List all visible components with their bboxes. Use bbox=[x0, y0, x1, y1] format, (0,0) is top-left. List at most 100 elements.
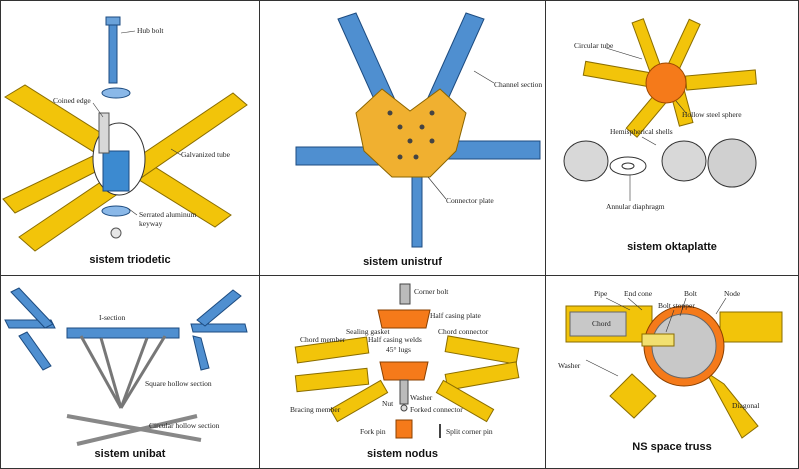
label-hub-bolt: Hub bolt bbox=[137, 26, 164, 35]
bolt-stopper bbox=[641, 333, 675, 347]
label-coined-edge: Coined edge bbox=[53, 96, 91, 105]
label-i-section: I-section bbox=[99, 313, 125, 322]
i-section-right-low bbox=[192, 335, 210, 371]
leader-bolt-stopper bbox=[665, 309, 675, 333]
hemispherical-shell-left bbox=[563, 140, 609, 182]
washer-nodus bbox=[400, 404, 408, 412]
label-chord-connector: Chord connector bbox=[438, 327, 489, 336]
triodetic-illustration: Hub bolt Coined edge Galvanized tube Ser… bbox=[2, 16, 248, 252]
hub-bolt bbox=[108, 22, 118, 84]
leader-galvanized-tube bbox=[170, 148, 182, 156]
label-galvanized-tube: Galvanized tube bbox=[181, 150, 231, 159]
caption-ns-space-truss: NS space truss bbox=[632, 441, 712, 453]
forked-connector bbox=[399, 379, 409, 405]
label-hemispherical-shells: Hemispherical shells bbox=[610, 127, 673, 136]
caption-unistruf: sistem unistruf bbox=[363, 256, 442, 268]
label-hollow-steel-sphere: Hollow steel sphere bbox=[682, 110, 742, 119]
label-end-cone: End cone bbox=[624, 289, 653, 298]
leader-coined-edge bbox=[92, 102, 104, 118]
ns-space-truss-illustration: Pipe End cone Bolt Node Bolt stopper Was… bbox=[558, 289, 783, 439]
unibat-illustration: I-section Square hollow section Circular… bbox=[4, 287, 248, 446]
nodus-illustration: Corner bolt Half casing plate Sealing ga… bbox=[290, 283, 520, 439]
panel-oktaplatte: Circular tube Hollow steel sphere Hemisp… bbox=[545, 0, 799, 276]
caption-oktaplatte: sistem oktaplatte bbox=[627, 241, 717, 253]
connector-plate-bolts bbox=[387, 110, 435, 160]
connector-plate bbox=[355, 88, 467, 178]
label-diagonal: Diagonal bbox=[732, 401, 760, 410]
hub-washer-bottom bbox=[101, 205, 131, 217]
leader-hemispherical-shells bbox=[641, 136, 657, 146]
i-section-left-diag bbox=[10, 287, 54, 329]
label-nut: Nut bbox=[382, 399, 394, 408]
caption-unibat: sistem unibat bbox=[94, 448, 166, 460]
channel-member-vertical bbox=[411, 170, 423, 248]
hub-washer-top bbox=[101, 87, 131, 99]
label-washer-ns: Washer bbox=[558, 361, 581, 370]
label-chord: Chord bbox=[592, 319, 611, 328]
panel-ns-space-truss: Pipe End cone Bolt Node Bolt stopper Was… bbox=[545, 275, 799, 469]
leader-end-cone bbox=[627, 297, 643, 311]
label-serrated-keyway-2: keyway bbox=[139, 219, 163, 228]
label-fork-pin: Fork pin bbox=[360, 427, 386, 436]
circular-hollow-sections bbox=[66, 414, 202, 446]
leader-pipe bbox=[605, 297, 631, 311]
label-bracing-member: Bracing member bbox=[290, 405, 341, 414]
leader-node bbox=[715, 297, 727, 315]
diagonal-pipe-right bbox=[705, 371, 759, 439]
serrated-keyway bbox=[102, 150, 130, 192]
leader-circular-tube bbox=[605, 47, 643, 60]
half-casing-plate bbox=[377, 309, 431, 329]
panel-triodetic: Hub bolt Coined edge Galvanized tube Ser… bbox=[0, 0, 260, 276]
label-chord-member: Chord member bbox=[300, 335, 346, 344]
panel-unibat: I-section Square hollow section Circular… bbox=[0, 275, 260, 469]
corner-bolt bbox=[399, 283, 411, 305]
label-connector-plate: Connector plate bbox=[446, 196, 494, 205]
coined-edge bbox=[98, 112, 110, 154]
label-lugs: 45° lugs bbox=[386, 345, 411, 354]
label-washer: Washer bbox=[410, 393, 433, 402]
label-circular-tube: Circular tube bbox=[574, 41, 614, 50]
half-casing-lower bbox=[379, 361, 429, 381]
annular-diaphragm-hole bbox=[621, 162, 635, 170]
caption-triodetic: sistem triodetic bbox=[89, 254, 171, 266]
label-serrated-keyway-1: Serrated aluminum bbox=[139, 210, 196, 219]
label-split-corner-pin: Split corner pin bbox=[446, 427, 493, 436]
chord-pipe-right bbox=[719, 311, 783, 343]
leader-connector-plate bbox=[427, 176, 447, 200]
assembled-sphere bbox=[707, 138, 757, 188]
hollow-steel-sphere bbox=[645, 62, 687, 104]
panel-nodus: Corner bolt Half casing plate Sealing ga… bbox=[259, 275, 546, 469]
i-section-right bbox=[190, 323, 248, 333]
leader-channel-section bbox=[473, 70, 495, 84]
label-pipe: Pipe bbox=[594, 289, 608, 298]
fork-pin bbox=[395, 419, 413, 439]
leader-bolt bbox=[679, 297, 687, 317]
panel-unistruf: Channel section Connector plate sistem u… bbox=[259, 0, 546, 276]
end-cone-left bbox=[569, 311, 627, 337]
label-corner-bolt: Corner bolt bbox=[414, 287, 449, 296]
hub-nut bbox=[110, 227, 122, 239]
label-half-casing-plate: Half casing plate bbox=[430, 311, 481, 320]
leader-washer bbox=[585, 359, 619, 377]
label-bolt: Bolt bbox=[684, 289, 698, 298]
oktaplatte-illustration: Circular tube Hollow steel sphere Hemisp… bbox=[563, 18, 758, 211]
label-annular-diaphragm: Annular diaphragm bbox=[606, 202, 665, 211]
label-sealing-gasket: Sealing gasket bbox=[346, 327, 390, 336]
hemispherical-shell-mid bbox=[661, 140, 707, 182]
caption-nodus: sistem nodus bbox=[367, 448, 438, 460]
label-forked-connector: Forked connector bbox=[410, 405, 463, 414]
i-section-right-diag bbox=[196, 289, 242, 327]
hub-bolt-head bbox=[105, 16, 121, 26]
square-hollow-sections bbox=[79, 335, 167, 409]
leader-hub-bolt bbox=[120, 30, 136, 34]
label-circular-hollow-section: Circular hollow section bbox=[149, 421, 220, 430]
label-bolt-stopper: Bolt stopper bbox=[658, 301, 695, 310]
leader-hollow-sphere bbox=[675, 100, 687, 114]
diagonal-pipe-left bbox=[609, 373, 657, 419]
i-section-left-low bbox=[18, 331, 52, 371]
label-half-casing-welds: Half casing welds bbox=[368, 335, 422, 344]
unistruf-illustration: Channel section Connector plate bbox=[295, 12, 542, 248]
label-channel-section: Channel section bbox=[494, 80, 542, 89]
label-node: Node bbox=[724, 289, 741, 298]
